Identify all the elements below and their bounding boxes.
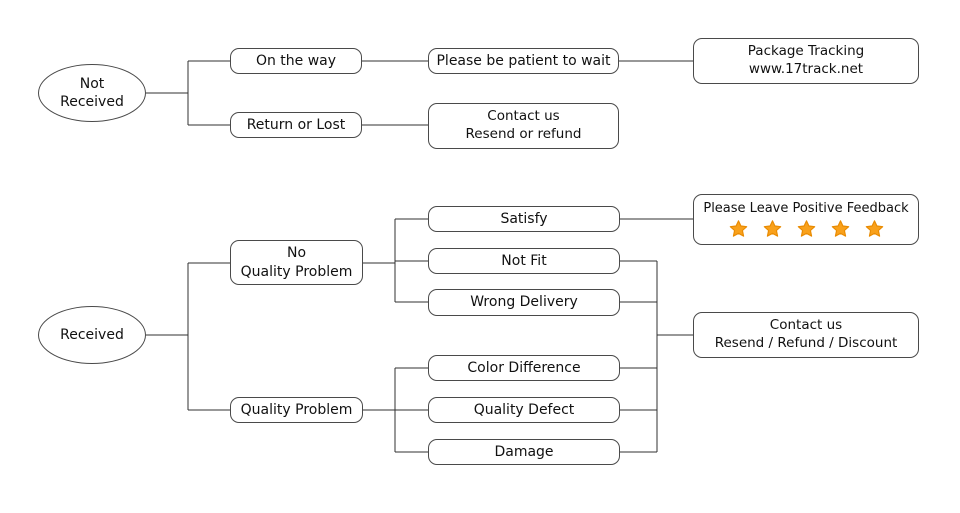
node-label: Received: [60, 326, 124, 343]
node-return-or-lost: Return or Lost: [230, 112, 362, 138]
node-label: Satisfy: [500, 210, 548, 227]
star-icon: [763, 220, 781, 238]
five-star-rating: [728, 219, 885, 239]
node-please-be-patient: Please be patient to wait: [428, 48, 619, 74]
node-contact-us-resend-refund: Contact us Resend or refund: [428, 103, 619, 149]
node-not-fit: Not Fit: [428, 248, 620, 274]
node-positive-feedback: Please Leave Positive Feedback: [693, 194, 919, 245]
node-label: Resend or refund: [465, 126, 582, 142]
node-label: Resend / Refund / Discount: [714, 335, 898, 351]
node-on-the-way: On the way: [230, 48, 362, 74]
node-damage: Damage: [428, 439, 620, 465]
node-label: Wrong Delivery: [470, 294, 578, 311]
node-received: Received: [38, 306, 146, 364]
node-label: www.17track.net: [748, 61, 864, 77]
node-label: Quality Problem: [240, 401, 353, 418]
node-label: Not Fit: [501, 252, 547, 269]
star-icon: [831, 220, 849, 238]
node-label: Quality Problem: [240, 263, 353, 280]
node-quality-defect: Quality Defect: [428, 397, 620, 423]
node-label: Color Difference: [467, 359, 581, 376]
node-package-tracking: Package Tracking www.17track.net: [693, 38, 919, 84]
star-icon: [865, 220, 883, 238]
node-not-received: Not Received: [38, 64, 146, 122]
node-label: Received: [60, 94, 124, 110]
node-label: Damage: [494, 443, 554, 460]
node-label: No: [286, 245, 307, 262]
star-icon: [729, 220, 747, 238]
node-label: Contact us: [769, 317, 843, 334]
node-contact-us-resend-refund-discount: Contact us Resend / Refund / Discount: [693, 312, 919, 358]
node-label: Please Leave Positive Feedback: [703, 200, 909, 216]
node-label: Contact us: [487, 108, 560, 125]
node-label: Please be patient to wait: [436, 52, 611, 69]
node-label: Package Tracking: [747, 43, 865, 60]
node-satisfy: Satisfy: [428, 206, 620, 232]
node-label: Return or Lost: [246, 116, 346, 133]
node-wrong-delivery: Wrong Delivery: [428, 289, 620, 316]
star-icon: [797, 220, 815, 238]
node-label: Not: [79, 75, 105, 92]
node-no-quality-problem: No Quality Problem: [230, 240, 363, 285]
node-color-difference: Color Difference: [428, 355, 620, 381]
node-label: Quality Defect: [473, 401, 575, 418]
node-quality-problem: Quality Problem: [230, 397, 363, 423]
node-label: On the way: [255, 52, 337, 69]
